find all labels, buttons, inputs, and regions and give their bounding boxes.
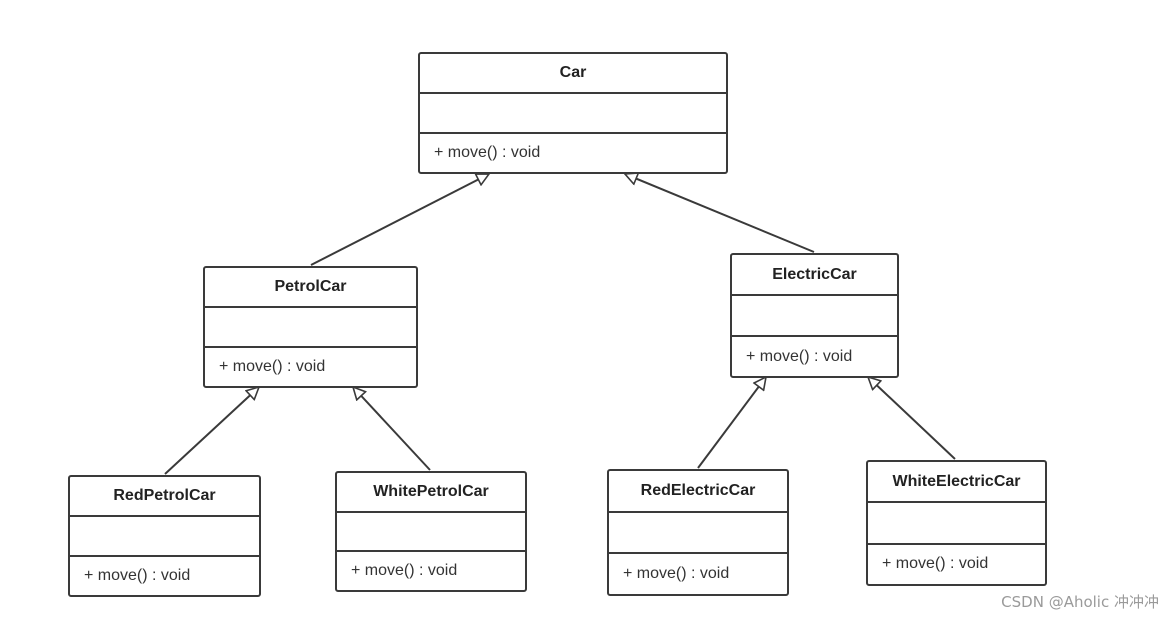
class-attributes (337, 510, 525, 551)
class-car[interactable]: Car + move() : void (418, 52, 728, 174)
class-redelectriccar[interactable]: RedElectricCar + move() : void (607, 469, 789, 596)
edge-redpetrolcar-to-petrolcar (164, 387, 259, 475)
class-petrolcar[interactable]: PetrolCar + move() : void (203, 266, 418, 388)
class-name: PetrolCar (274, 278, 347, 295)
edge-electriccar-to-car (625, 174, 815, 253)
class-name: WhiteElectricCar (892, 472, 1021, 490)
class-electriccar[interactable]: ElectricCar + move() : void (730, 253, 899, 378)
class-name: ElectricCar (772, 265, 857, 283)
edge-redelectriccar-to-electriccar (697, 377, 766, 469)
class-operation: + move() : void (205, 346, 416, 386)
class-name: Car (559, 64, 587, 81)
class-attributes (609, 510, 787, 553)
class-operation: + move() : void (420, 132, 726, 172)
class-whitepetrolcar[interactable]: WhitePetrolCar + move() : void (335, 471, 527, 592)
edge-whiteelectriccar-to-electriccar (868, 377, 956, 460)
class-operation: + move() : void (609, 552, 787, 594)
class-name: WhitePetrolCar (373, 482, 489, 500)
class-operation: + move() : void (70, 555, 259, 595)
class-attributes (420, 92, 726, 132)
class-attributes (732, 294, 897, 335)
class-redpetrolcar[interactable]: RedPetrolCar + move() : void (68, 475, 261, 597)
class-attributes (205, 306, 416, 346)
class-attributes (70, 515, 259, 555)
class-operation: + move() : void (337, 550, 525, 590)
class-name: RedElectricCar (640, 481, 756, 499)
class-whiteelectriccar[interactable]: WhiteElectricCar + move() : void (866, 460, 1047, 586)
edge-petrolcar-to-car (310, 173, 489, 266)
class-operation: + move() : void (868, 542, 1045, 584)
class-name: RedPetrolCar (113, 487, 216, 504)
class-attributes (868, 501, 1045, 542)
class-operation: + move() : void (732, 335, 897, 376)
watermark: CSDN @Aholic 冲冲冲 (1001, 593, 1159, 611)
edge-whitepetrolcar-to-petrolcar (353, 387, 431, 471)
